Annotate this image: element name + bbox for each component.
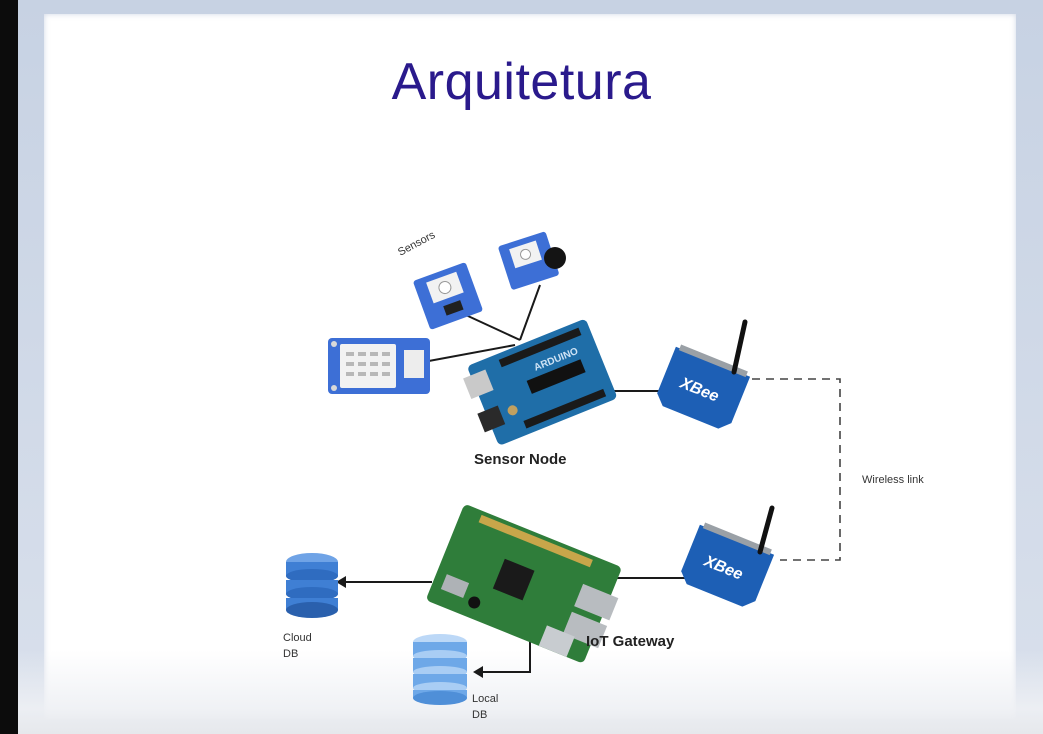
humidity-sensor-image — [328, 338, 430, 394]
xbee-top-antenna — [731, 319, 748, 375]
raspberry-pi-image — [427, 505, 621, 663]
iot-gateway-label: IoT Gateway — [586, 633, 675, 650]
cloud-db-label: Cloud DB — [283, 630, 312, 662]
gateway-local-arrow — [480, 640, 531, 673]
xbee-bottom-image: XBee — [681, 522, 775, 607]
arrow-head-local — [473, 666, 483, 678]
slide-title: Arquitetura — [391, 53, 652, 111]
wireless-link-line — [752, 378, 841, 561]
local-db-label-line1: Local — [472, 693, 499, 705]
arduino-image: ARDUINO — [463, 319, 617, 445]
local-db-label: Local DB — [472, 691, 498, 723]
microphone-image — [544, 247, 566, 269]
left-black-bar — [0, 0, 18, 734]
arrow-head-cloud — [336, 576, 346, 588]
xbee-bottom-antenna — [757, 505, 775, 555]
cloud-db-label-line1: Cloud — [283, 632, 312, 644]
xbee-top-image: XBee — [657, 344, 751, 429]
wireless-link-label: Wireless link — [862, 474, 924, 486]
sensor-board-1-image — [413, 262, 483, 330]
local-db-label-line2: DB — [472, 709, 488, 721]
sensor-node-label: Sensor Node — [474, 451, 567, 468]
cloud-db-icon — [286, 553, 338, 618]
local-db-icon — [413, 634, 467, 705]
sensor-board-2-image — [498, 231, 559, 290]
cloud-db-label-line2: DB — [283, 648, 299, 660]
